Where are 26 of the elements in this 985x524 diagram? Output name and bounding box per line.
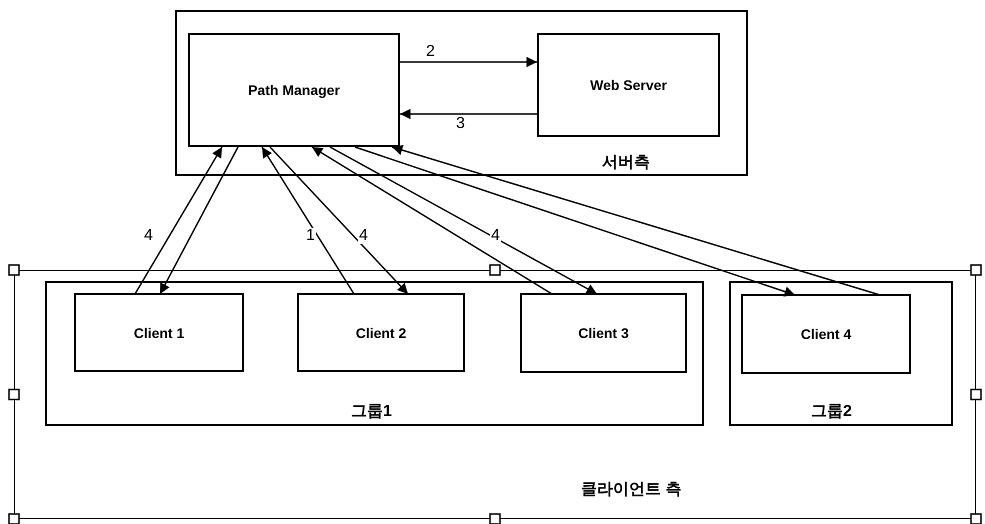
arrow <box>269 146 409 295</box>
box-label: 서버측 <box>602 153 650 173</box>
arrow <box>312 146 552 295</box>
client-box: Client 4 <box>741 294 911 374</box>
process-box: Path Manager <box>188 33 400 147</box>
client-box: Client 1 <box>74 293 244 372</box>
arrow <box>159 146 239 294</box>
arrow <box>400 108 537 120</box>
server-side-box <box>175 10 748 176</box>
server-box: Web Server <box>537 33 720 137</box>
group-box <box>729 281 953 426</box>
edge-label: 4 <box>490 228 501 244</box>
group-label: 그룹1 <box>351 402 392 422</box>
client-side-frame <box>14 270 976 519</box>
arrow <box>354 146 796 297</box>
edge-label: 4 <box>358 228 369 244</box>
arrow <box>261 146 355 294</box>
group-box <box>45 281 704 426</box>
arrow <box>400 56 537 68</box>
client-box: Client 2 <box>297 293 465 372</box>
arrow <box>134 146 223 294</box>
arrow <box>330 146 598 295</box>
client-box: Client 3 <box>520 293 687 373</box>
group-label: 그룹2 <box>811 402 852 422</box>
arrow <box>392 145 880 296</box>
frame-label: 클라이언트 측 <box>581 480 682 500</box>
